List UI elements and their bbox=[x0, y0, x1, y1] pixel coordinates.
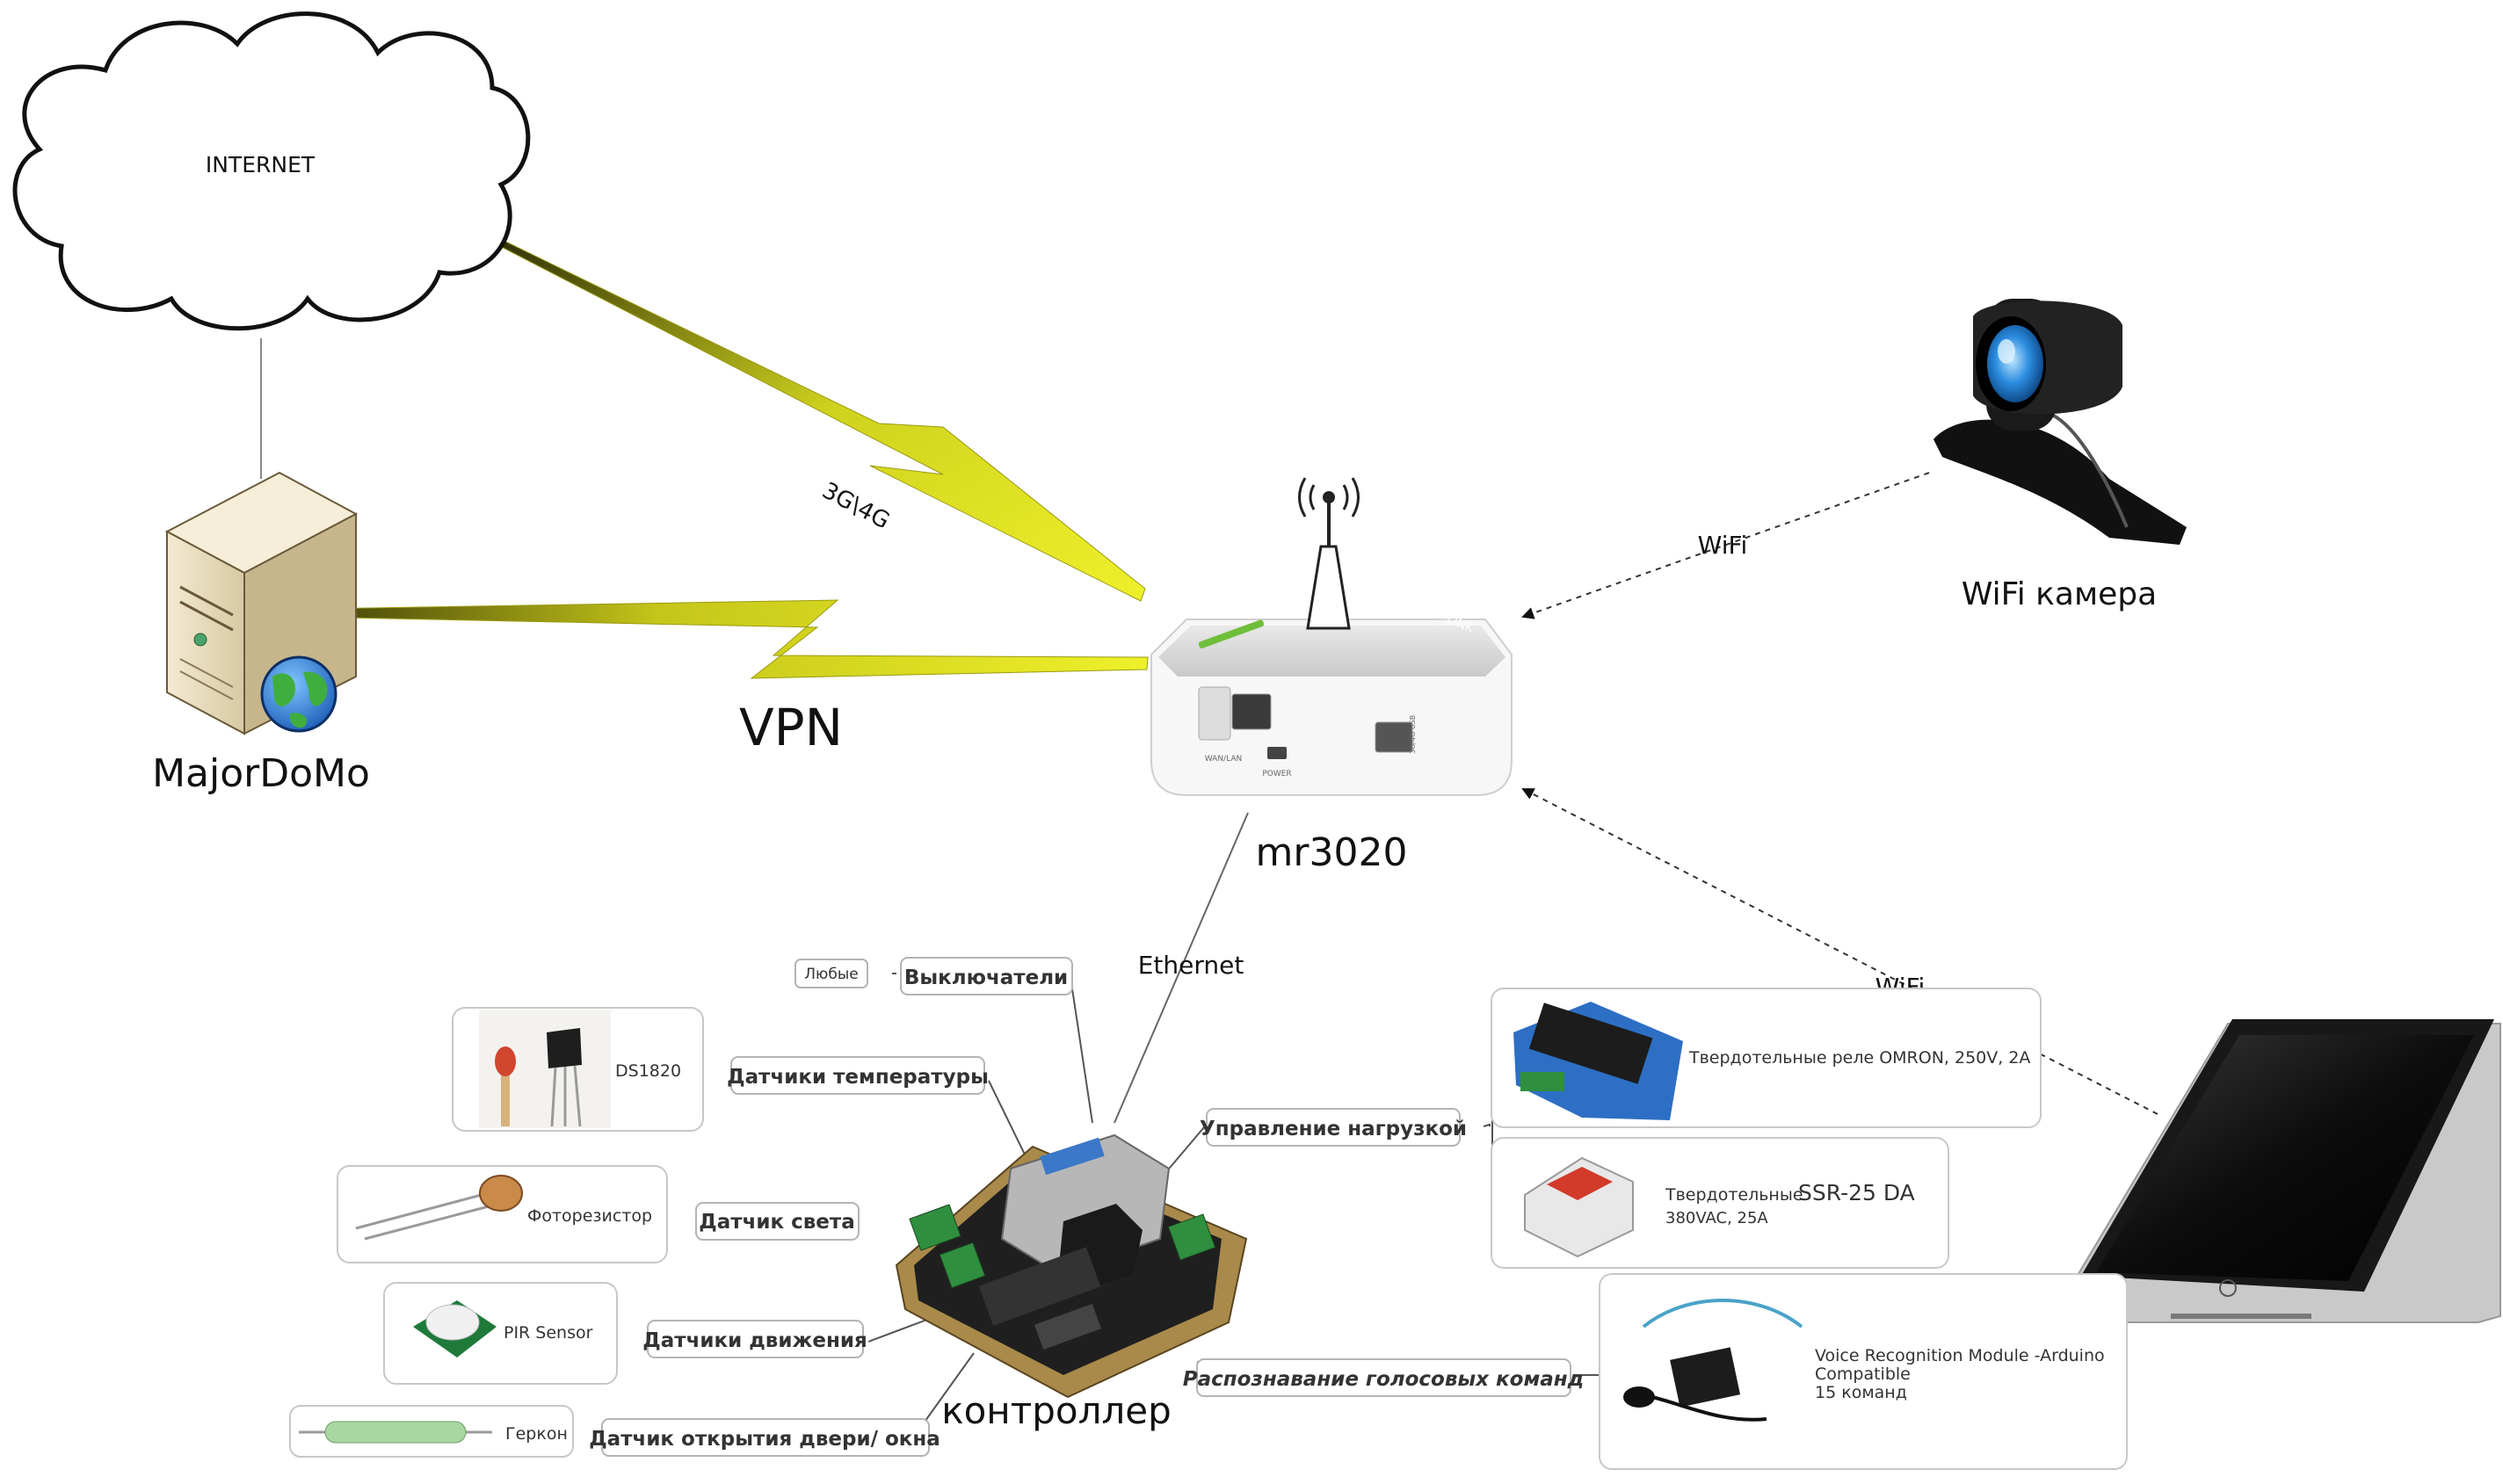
ethernet-line bbox=[1114, 812, 1249, 1124]
door-label: Датчик открытия двери/ окна bbox=[589, 1428, 940, 1451]
vpn-label: VPN bbox=[739, 698, 843, 757]
light-image-box bbox=[337, 1165, 668, 1263]
relay-board-image bbox=[1513, 1002, 1683, 1120]
router-label: mr3020 bbox=[1256, 830, 1408, 875]
ds1820-sensor-image bbox=[479, 1010, 611, 1128]
internet-cloud bbox=[12, 11, 531, 331]
door-sensor-label: Геркон bbox=[505, 1424, 568, 1444]
wifi-camera-label: WiFi bbox=[1698, 531, 1748, 560]
wifi-tablet-line bbox=[1521, 788, 2158, 1115]
antenna-icon bbox=[1306, 545, 1351, 630]
controller-label: контроллер bbox=[941, 1389, 1172, 1432]
reed-switch-image bbox=[299, 1421, 492, 1444]
internet-label: INTERNET bbox=[206, 152, 316, 177]
temperature-label: Датчики температуры bbox=[727, 1066, 989, 1089]
wan-lan-port bbox=[1231, 693, 1272, 730]
light-sensor-label: Фоторезистор bbox=[527, 1206, 652, 1226]
voice-module-image bbox=[1623, 1299, 1803, 1422]
ssr-model-label: SSR-25 DA bbox=[1798, 1180, 1915, 1205]
motion-sensor-label: PIR Sensor bbox=[504, 1323, 593, 1343]
camera-label: WiFi камера bbox=[1962, 576, 2157, 612]
ssr-spec-label: 380VAC, 25A bbox=[1665, 1209, 1768, 1227]
power-port bbox=[1267, 747, 1287, 759]
switches-note: Любые bbox=[804, 966, 858, 983]
camera-icon bbox=[1933, 299, 2187, 545]
globe-icon bbox=[260, 655, 337, 733]
light-box bbox=[695, 1202, 860, 1241]
voice-line1: Voice Recognition Module -Arduino bbox=[1815, 1346, 2105, 1365]
motion-box bbox=[647, 1320, 864, 1358]
switches-box bbox=[900, 957, 1073, 995]
vpn-bolt bbox=[261, 599, 1149, 679]
ssr-relay-image bbox=[1524, 1156, 1634, 1258]
photoresistor-image bbox=[355, 1175, 523, 1241]
tablet-icon bbox=[2072, 1019, 2501, 1323]
wan-lan-label: WAN/LAN bbox=[1205, 755, 1242, 764]
cellular-bolt bbox=[485, 232, 1146, 602]
motion-label: Датчики движения bbox=[642, 1329, 867, 1352]
voice-box bbox=[1196, 1358, 1571, 1397]
door-box bbox=[601, 1418, 930, 1457]
switches-note-box bbox=[794, 959, 868, 988]
usb-label: 3G/4G USB bbox=[1409, 715, 1417, 754]
voice-line2: Compatible bbox=[1815, 1365, 1911, 1384]
load-label: Управление нагрузкой bbox=[1200, 1118, 1467, 1140]
load-box bbox=[1206, 1108, 1461, 1147]
light-label: Датчик света bbox=[699, 1211, 855, 1234]
temperature-sensor-label: DS1820 bbox=[615, 1061, 681, 1081]
controller-board bbox=[895, 1133, 1248, 1399]
pir-sensor-image bbox=[413, 1300, 497, 1357]
ethernet-label: Ethernet bbox=[1138, 951, 1244, 980]
cellular-label: 3G\4G bbox=[817, 477, 894, 534]
voice-label: Распознавание голосовых команд bbox=[1183, 1368, 1584, 1391]
voice-line3: 15 команд bbox=[1815, 1383, 1907, 1402]
router-icon bbox=[1150, 477, 1513, 796]
usb-port bbox=[1375, 721, 1413, 753]
switches-label: Выключатели bbox=[904, 966, 1068, 989]
ssr-prefix-label: Твердотельные bbox=[1665, 1185, 1803, 1205]
server-label: MajorDoMo bbox=[152, 751, 370, 796]
temperature-box bbox=[730, 1056, 985, 1095]
relay-omron-label: Твердотельные реле OMRON, 250V, 2A bbox=[1688, 1048, 2030, 1068]
power-label: POWER bbox=[1262, 770, 1291, 778]
wifi-camera-line bbox=[1521, 472, 1930, 619]
voice-module-box bbox=[1599, 1273, 2128, 1470]
